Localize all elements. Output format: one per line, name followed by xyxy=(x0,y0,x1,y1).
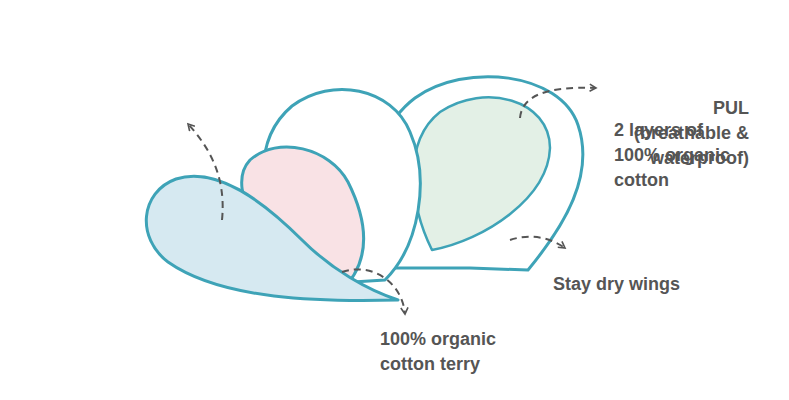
leader-arrow xyxy=(342,269,405,314)
cotton-layers xyxy=(414,97,551,250)
callout-label: 100% organic cotton terry xyxy=(380,327,515,377)
callout-label: Stay dry wings xyxy=(553,272,680,297)
leader-arrow xyxy=(510,237,565,248)
leader-arrow xyxy=(188,124,223,220)
pul-layer xyxy=(146,176,398,300)
leader-arrow xyxy=(520,88,596,118)
callout-label: 2 layers of 100% organic cotton xyxy=(614,118,749,193)
